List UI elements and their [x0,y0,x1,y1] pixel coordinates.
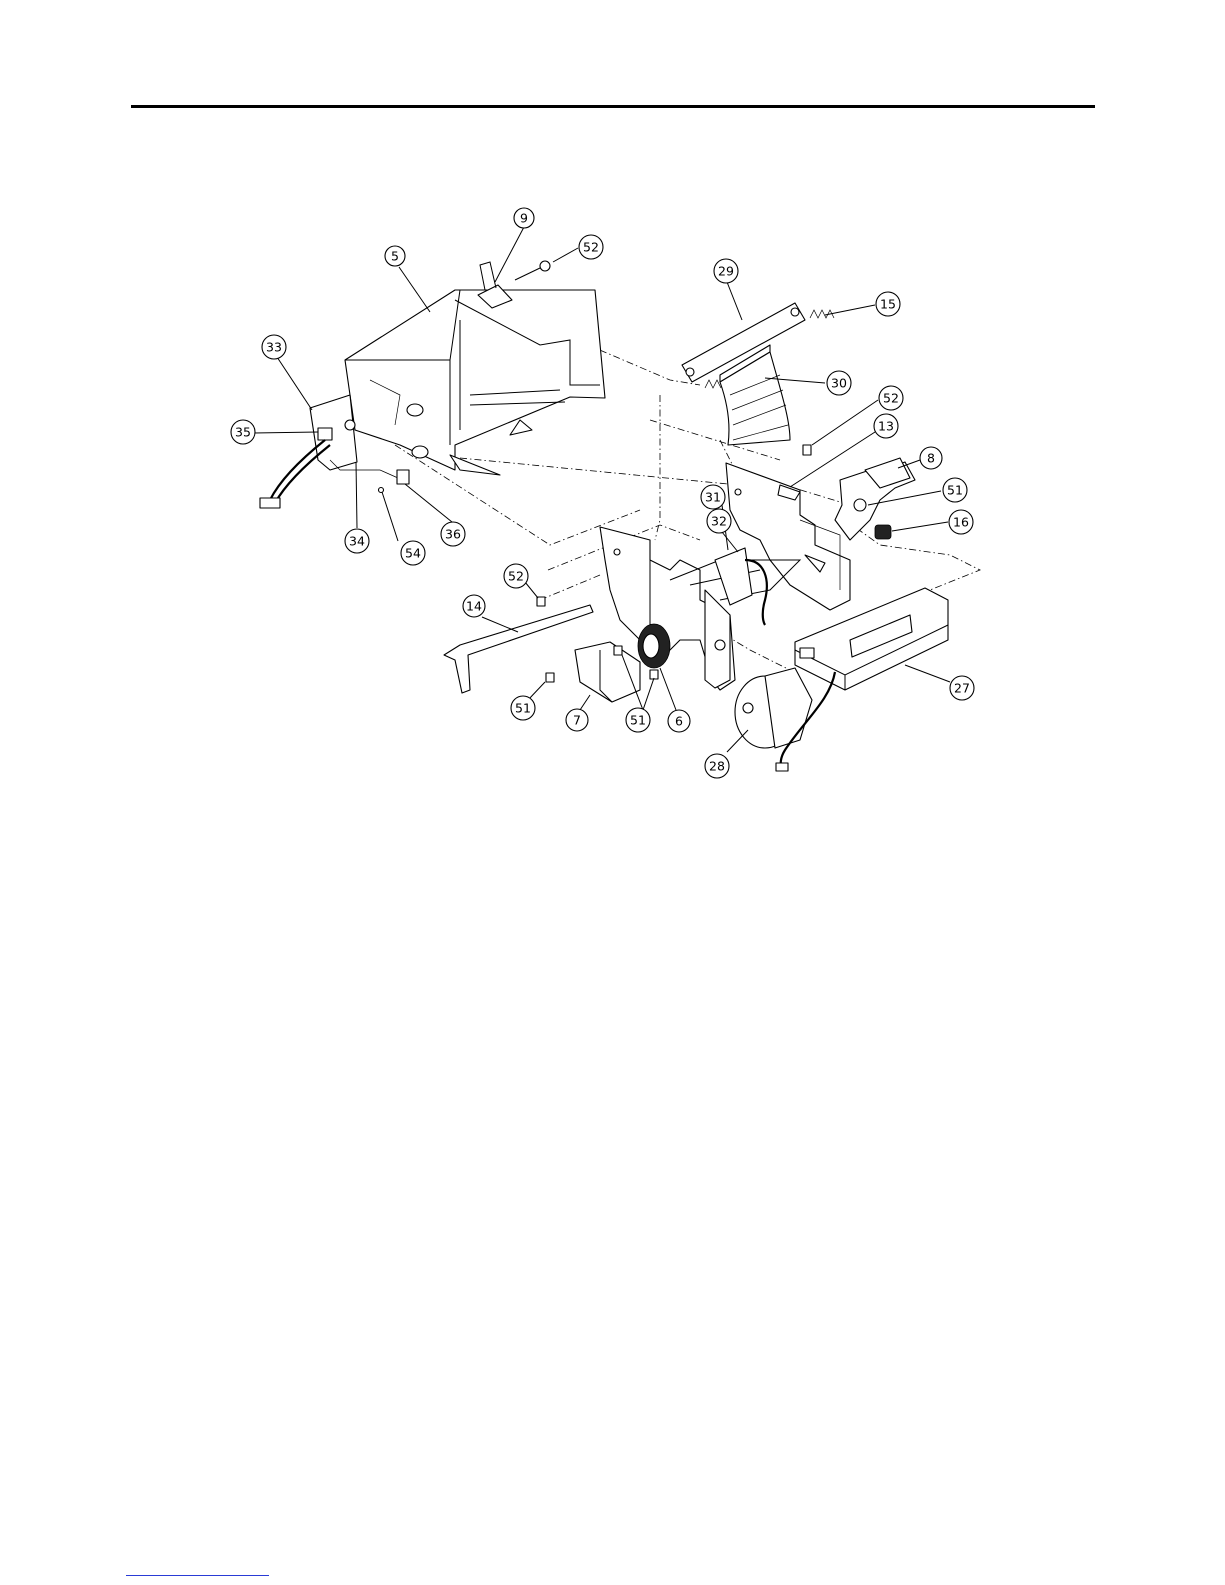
callout-label: 7 [573,713,581,728]
callout-label: 29 [718,264,734,279]
callout-36: 36 [441,522,465,546]
callout-34: 34 [345,529,369,553]
part-sensor-36 [379,470,410,493]
callout-label: 28 [709,759,725,774]
callout-54: 54 [401,541,425,565]
callout-label: 32 [711,514,727,529]
part-gear-16 [875,525,891,539]
callout-52-left: 52 [504,564,528,588]
callout-33: 33 [262,335,286,359]
callout-label: 27 [954,681,970,696]
callout-label: 34 [349,534,365,549]
callout-51-left: 51 [511,696,535,720]
part-lever-14 [444,605,593,693]
callout-label: 51 [515,701,531,716]
callout-51-right: 51 [943,478,967,502]
callout-27: 27 [950,676,974,700]
callout-label: 30 [831,376,847,391]
callout-label: 54 [405,546,421,561]
callout-6: 6 [668,710,690,732]
callout-9: 9 [514,208,534,228]
callout-label: 51 [630,713,646,728]
callout-label: 52 [583,240,599,255]
part-paper-hopper [345,290,605,475]
callout-label: 52 [883,391,899,406]
part-gear-6 [638,624,670,668]
callout-label: 6 [675,714,683,729]
callout-35: 35 [231,420,255,444]
callout-label: 52 [508,569,524,584]
callout-28: 28 [705,754,729,778]
part-printhead-27 [776,588,948,771]
callout-14: 14 [463,595,485,617]
callout-label: 9 [520,211,528,226]
callout-8: 8 [920,447,942,469]
callout-label: 13 [878,419,894,434]
part-screw-52-top [515,261,550,280]
part-screw-52-mid [803,445,811,455]
part-bracket-7 [575,642,640,702]
callout-label: 51 [947,483,963,498]
callout-31: 31 [701,485,725,509]
callout-52-mid: 52 [879,386,903,410]
callout-label: 14 [466,599,482,614]
callout-7: 7 [566,709,588,731]
callout-label: 16 [953,515,969,530]
callout-5: 5 [385,246,405,266]
callout-label: 35 [235,425,251,440]
footer-link-underline[interactable] [126,1575,269,1576]
callout-label: 36 [445,527,461,542]
callout-30: 30 [827,371,851,395]
callout-label: 15 [880,297,896,312]
callout-label: 8 [927,451,935,466]
callout-13: 13 [874,414,898,438]
callout-16: 16 [949,510,973,534]
callout-label: 31 [705,490,721,505]
callout-label: 33 [266,340,282,355]
part-motor-28 [735,668,812,748]
callout-52-top: 52 [579,235,603,259]
callout-label: 5 [391,249,399,264]
callout-15: 15 [876,292,900,316]
callout-51-center: 51 [626,708,650,732]
callout-32: 32 [707,509,731,533]
callout-29: 29 [714,259,738,283]
part-head-bracket [682,303,805,445]
